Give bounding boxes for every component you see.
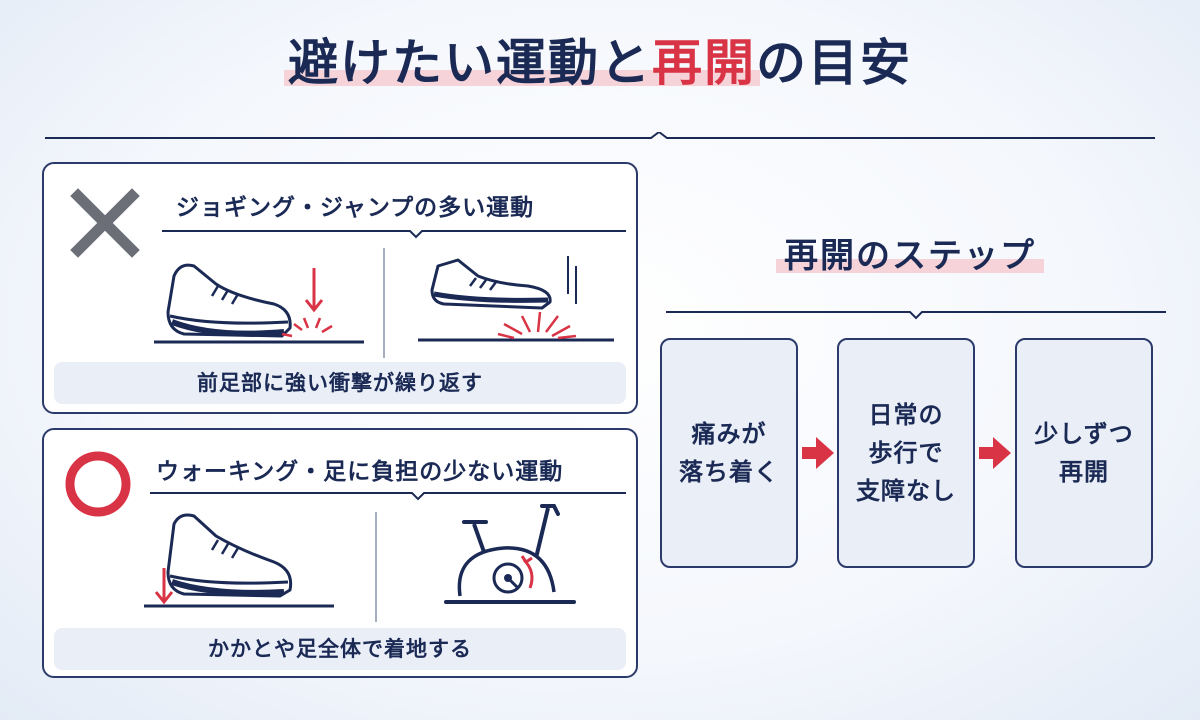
step-3-line-2: 再開 <box>1059 458 1109 486</box>
steps-title: 再開のステップ <box>776 228 1044 277</box>
arrow-right-icon <box>979 437 1011 469</box>
step-2-line-3: 支障なし <box>856 477 956 505</box>
title-part2: の目安 <box>756 34 912 92</box>
step-3-line-1: 少しずつ <box>1034 420 1134 448</box>
recommended-divider <box>375 512 377 622</box>
title-part1: 避けたい運動と <box>288 34 652 92</box>
avoid-heading: ジョギング・ジャンプの多い運動 <box>176 195 535 221</box>
sneaker-heel-landing-icon <box>144 513 334 608</box>
page-title: 避けたい運動と再開の目安 <box>288 28 912 98</box>
arrow-right-icon <box>802 437 834 469</box>
recommended-heading-underline <box>150 492 626 501</box>
avoid-card: ジョギング・ジャンプの多い運動 <box>42 162 638 414</box>
step-3: 少しずつ 再開 <box>1015 338 1153 568</box>
title-accent: 再開 <box>652 34 756 92</box>
circle-icon <box>65 451 131 517</box>
cross-icon <box>70 188 140 258</box>
step-1-line-2: 落ち着く <box>679 458 779 486</box>
title-divider <box>45 132 1155 139</box>
avoid-heading-underline <box>162 230 626 239</box>
step-2: 日常の 歩行で 支障なし <box>837 338 975 568</box>
sneaker-jump-impact-icon <box>418 256 614 342</box>
avoid-divider <box>383 248 385 358</box>
sneaker-forefoot-impact-icon <box>154 263 364 344</box>
recommended-caption: かかとや足全体で着地する <box>54 628 626 670</box>
step-1-line-1: 痛みが <box>691 420 767 448</box>
steps-title-underline <box>666 311 1166 320</box>
title-area: 避けたい運動と再開の目安 <box>0 28 1200 98</box>
recommended-heading: ウォーキング・足に負担の少ない運動 <box>156 459 564 485</box>
step-2-line-1: 日常の <box>868 401 944 429</box>
steps-title-area: 再開のステップ <box>660 228 1160 277</box>
step-1: 痛みが 落ち着く <box>660 338 798 568</box>
recommended-card: ウォーキング・足に負担の少ない運動 かかとや足全体で着地する <box>42 428 638 678</box>
avoid-caption: 前足部に強い衝撃が繰り返す <box>54 362 626 404</box>
step-2-line-2: 歩行で <box>868 439 944 467</box>
exercise-bike-icon <box>444 504 576 604</box>
